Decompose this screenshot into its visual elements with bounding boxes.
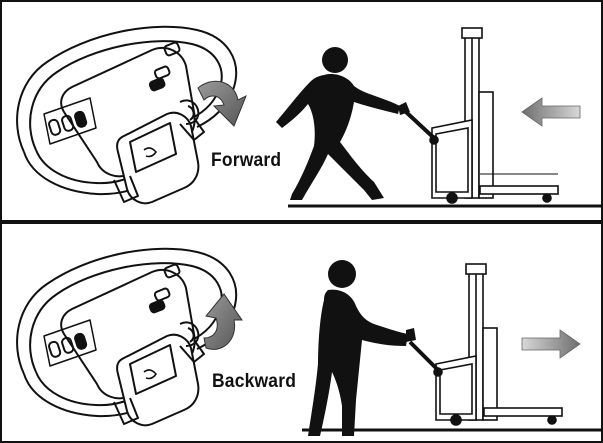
forward-illustration — [2, 2, 601, 220]
operator-pulling-icon — [308, 260, 416, 436]
tiller-handle-icon — [17, 249, 236, 425]
left-arrow-icon — [522, 98, 580, 126]
backward-illustration — [2, 224, 601, 443]
backward-panel: Backward — [2, 224, 601, 443]
forward-label: Forward — [211, 150, 281, 172]
backward-label: Backward — [212, 371, 296, 393]
operator-walking-icon — [276, 47, 410, 200]
rotate-forward-arrow-icon — [198, 81, 246, 126]
forward-panel: Forward — [2, 2, 601, 220]
tiller-handle-icon — [17, 27, 236, 203]
right-arrow-icon — [522, 330, 580, 358]
